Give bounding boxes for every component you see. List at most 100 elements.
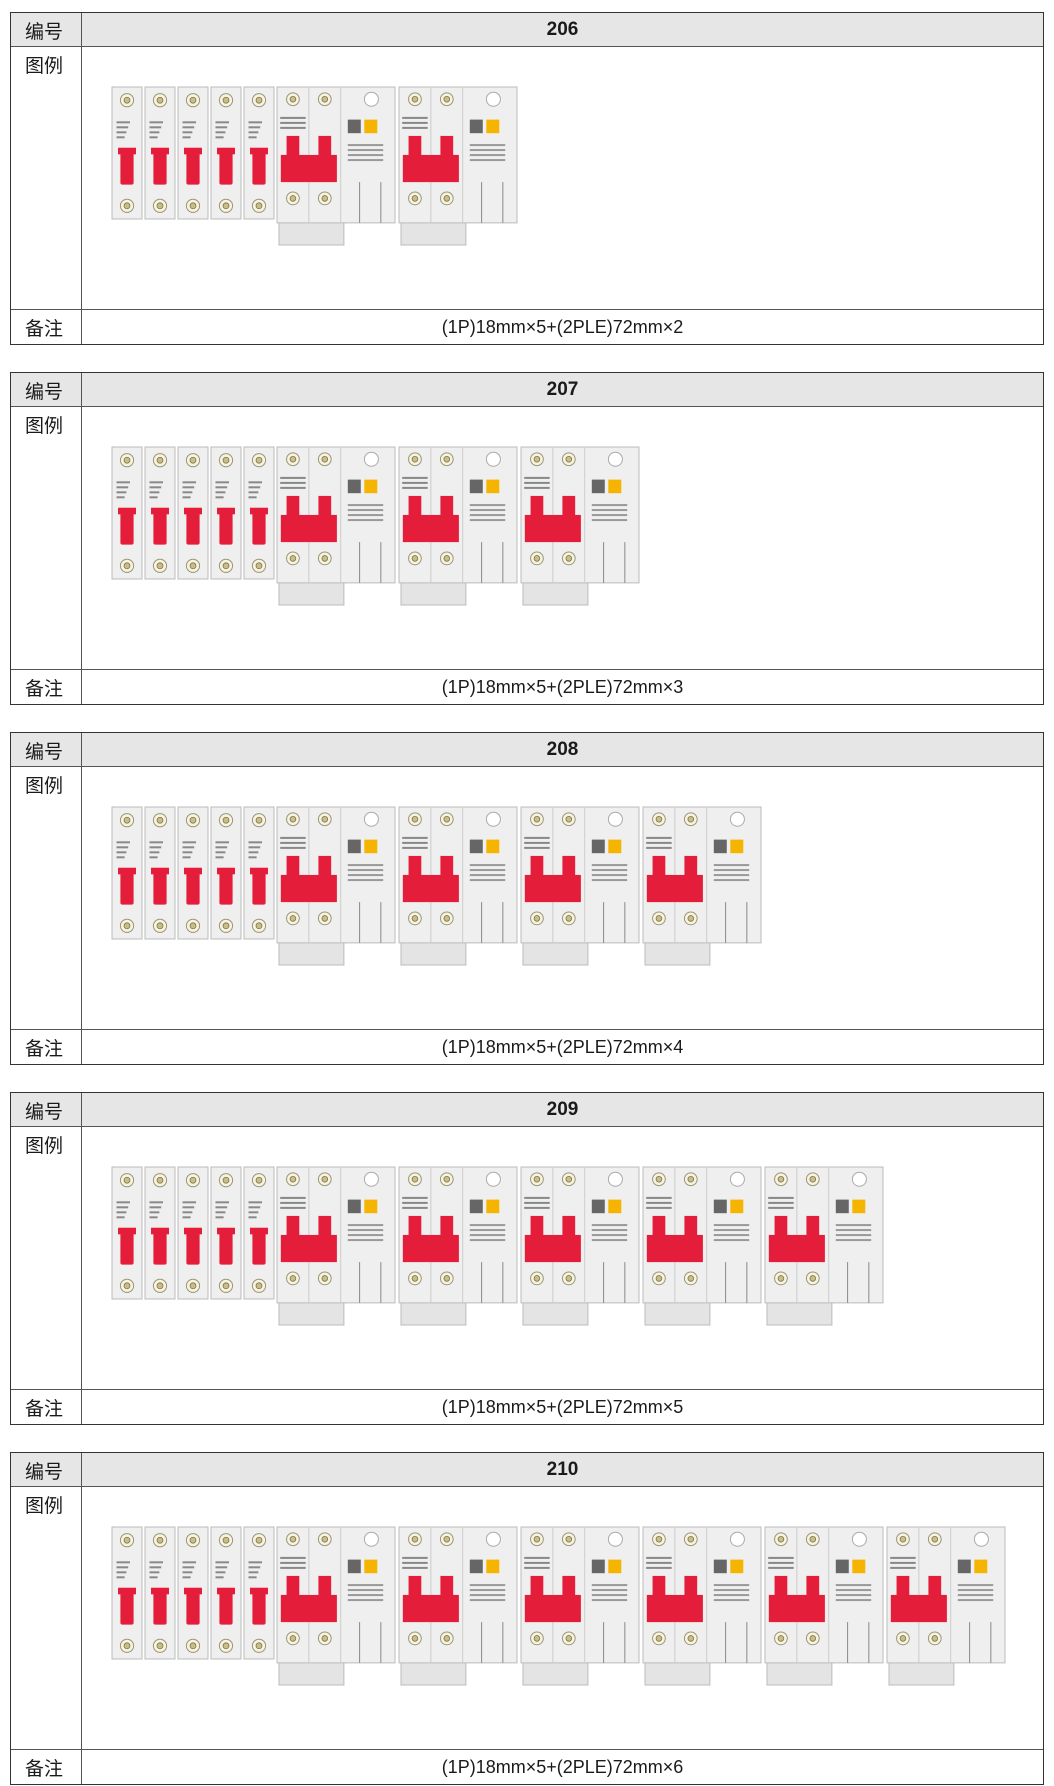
circuit-breaker-1p-icon <box>177 1526 209 1660</box>
remark-label: 备注 <box>11 1030 82 1064</box>
circuit-breaker-1p-icon <box>243 1166 275 1300</box>
rcbo-2ple-icon <box>764 1166 884 1326</box>
config-number: 208 <box>546 738 579 760</box>
table-header-row: 编号 207 <box>11 373 1043 407</box>
circuit-breaker-1p-icon <box>111 806 143 940</box>
circuit-breaker-1p-icon <box>243 806 275 940</box>
breaker-illustration <box>82 47 1043 309</box>
number-label: 编号 <box>11 733 82 766</box>
circuit-breaker-1p-icon <box>177 1166 209 1300</box>
circuit-breaker-1p-icon <box>177 806 209 940</box>
circuit-breaker-1p-icon <box>177 86 209 220</box>
remark-row: 备注 (1P)18mm×5+(2PLE)72mm×2 <box>11 310 1043 344</box>
figure-row: 图例 <box>11 407 1043 670</box>
rcbo-2ple-icon <box>520 806 640 966</box>
remark-label: 备注 <box>11 1390 82 1424</box>
remark-row: 备注 (1P)18mm×5+(2PLE)72mm×4 <box>11 1030 1043 1064</box>
figure-label: 图例 <box>11 407 82 669</box>
circuit-breaker-1p-icon <box>210 806 242 940</box>
number-label: 编号 <box>11 1453 82 1486</box>
remark-row: 备注 (1P)18mm×5+(2PLE)72mm×5 <box>11 1390 1043 1424</box>
breaker-layout-svg <box>111 446 640 606</box>
circuit-breaker-1p-icon <box>111 86 143 220</box>
config-table-210: 编号 210 图例 备注 (1P)18mm×5+(2PLE)72mm×6 <box>10 1452 1044 1785</box>
rcbo-2ple-icon <box>398 806 518 966</box>
figure-label: 图例 <box>11 47 82 309</box>
remark-label: 备注 <box>11 1750 82 1784</box>
circuit-breaker-1p-icon <box>144 1166 176 1300</box>
rcbo-2ple-icon <box>276 86 396 246</box>
table-header-row: 编号 209 <box>11 1093 1043 1127</box>
figure-row: 图例 <box>11 47 1043 310</box>
rcbo-2ple-icon <box>520 1166 640 1326</box>
rcbo-2ple-icon <box>642 806 762 966</box>
circuit-breaker-1p-icon <box>177 446 209 580</box>
rcbo-2ple-icon <box>398 1166 518 1326</box>
circuit-breaker-1p-icon <box>210 1526 242 1660</box>
rcbo-2ple-icon <box>398 86 518 246</box>
rcbo-2ple-icon <box>276 1526 396 1686</box>
circuit-breaker-1p-icon <box>243 86 275 220</box>
breaker-illustration <box>82 1127 1043 1389</box>
figure-row: 图例 <box>11 767 1043 1030</box>
remark-text: (1P)18mm×5+(2PLE)72mm×3 <box>441 676 684 697</box>
circuit-breaker-1p-icon <box>210 446 242 580</box>
rcbo-2ple-icon <box>398 1526 518 1686</box>
figure-label: 图例 <box>11 767 82 1029</box>
remark-text: (1P)18mm×5+(2PLE)72mm×2 <box>441 316 684 337</box>
number-label: 编号 <box>11 373 82 406</box>
config-number: 207 <box>546 378 579 400</box>
breaker-layout-svg <box>111 86 518 246</box>
breaker-layout-svg <box>111 1166 884 1326</box>
circuit-breaker-1p-icon <box>111 1166 143 1300</box>
circuit-breaker-1p-icon <box>210 1166 242 1300</box>
config-number: 209 <box>546 1098 579 1120</box>
circuit-breaker-1p-icon <box>243 1526 275 1660</box>
number-label: 编号 <box>11 13 82 46</box>
circuit-breaker-1p-icon <box>144 86 176 220</box>
breaker-layout-svg <box>111 1526 1006 1686</box>
remark-text: (1P)18mm×5+(2PLE)72mm×5 <box>441 1396 684 1417</box>
circuit-breaker-1p-icon <box>210 86 242 220</box>
table-header-row: 编号 208 <box>11 733 1043 767</box>
breaker-illustration <box>82 1487 1043 1749</box>
rcbo-2ple-icon <box>886 1526 1006 1686</box>
rcbo-2ple-icon <box>398 446 518 606</box>
circuit-breaker-1p-icon <box>144 1526 176 1660</box>
rcbo-2ple-icon <box>764 1526 884 1686</box>
config-table-207: 编号 207 图例 备注 (1P)18mm×5+(2PLE)72mm×3 <box>10 372 1044 705</box>
config-number: 210 <box>546 1458 579 1480</box>
number-label: 编号 <box>11 1093 82 1126</box>
figure-label: 图例 <box>11 1487 82 1749</box>
remark-text: (1P)18mm×5+(2PLE)72mm×6 <box>441 1756 684 1777</box>
rcbo-2ple-icon <box>642 1526 762 1686</box>
breaker-illustration <box>82 407 1043 669</box>
circuit-breaker-1p-icon <box>111 446 143 580</box>
config-table-206: 编号 206 图例 备注 (1P)18mm×5+(2PLE)72mm×2 <box>10 12 1044 345</box>
figure-label: 图例 <box>11 1127 82 1389</box>
remark-text: (1P)18mm×5+(2PLE)72mm×4 <box>441 1036 684 1057</box>
circuit-breaker-1p-icon <box>144 806 176 940</box>
rcbo-2ple-icon <box>276 446 396 606</box>
config-number: 206 <box>546 18 579 40</box>
rcbo-2ple-icon <box>520 1526 640 1686</box>
config-table-208: 编号 208 图例 备注 (1P)18mm×5+(2PLE)72mm×4 <box>10 732 1044 1065</box>
circuit-breaker-1p-icon <box>111 1526 143 1660</box>
rcbo-2ple-icon <box>276 806 396 966</box>
rcbo-2ple-icon <box>642 1166 762 1326</box>
remark-row: 备注 (1P)18mm×5+(2PLE)72mm×3 <box>11 670 1043 704</box>
table-header-row: 编号 210 <box>11 1453 1043 1487</box>
config-table-209: 编号 209 图例 备注 (1P)18mm×5+(2PLE)72mm×5 <box>10 1092 1044 1425</box>
table-header-row: 编号 206 <box>11 13 1043 47</box>
rcbo-2ple-icon <box>520 446 640 606</box>
figure-row: 图例 <box>11 1127 1043 1390</box>
breaker-illustration <box>82 767 1043 1029</box>
remark-row: 备注 (1P)18mm×5+(2PLE)72mm×6 <box>11 1750 1043 1784</box>
circuit-breaker-1p-icon <box>144 446 176 580</box>
breaker-layout-svg <box>111 806 762 966</box>
remark-label: 备注 <box>11 310 82 344</box>
rcbo-2ple-icon <box>276 1166 396 1326</box>
circuit-breaker-1p-icon <box>243 446 275 580</box>
remark-label: 备注 <box>11 670 82 704</box>
figure-row: 图例 <box>11 1487 1043 1750</box>
